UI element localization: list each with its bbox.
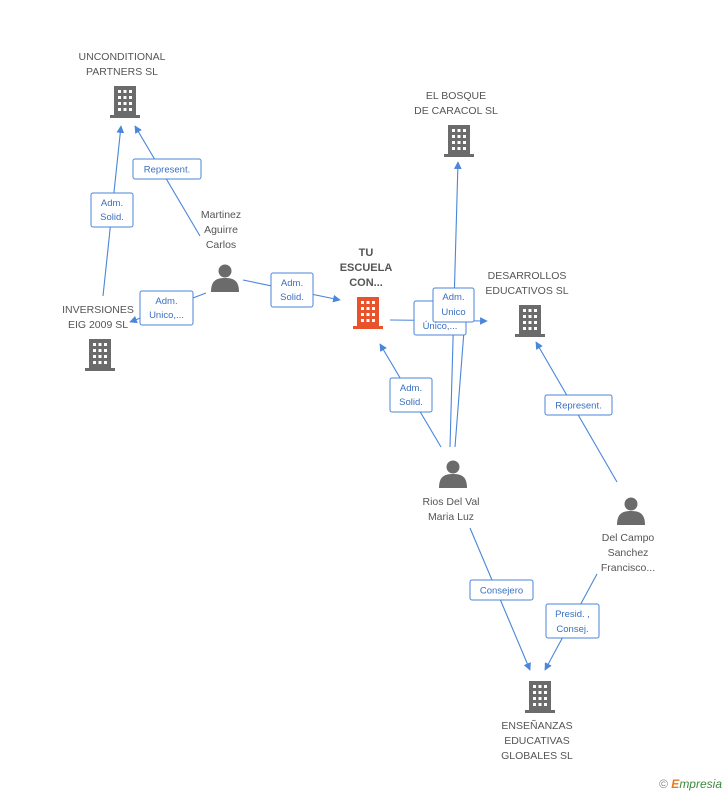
edge-rios-desarrollos bbox=[454, 317, 466, 448]
node-tu-escuela[interactable]: TU ESCUELA CON... bbox=[340, 247, 393, 329]
svg-text:Adm.: Adm. bbox=[442, 292, 464, 303]
edge-labels: Represent. Adm. Solid. Adm. Unico,... Ad… bbox=[90, 158, 613, 639]
svg-text:UNCONDITIONAL: UNCONDITIONAL bbox=[79, 51, 166, 63]
svg-text:Aguirre: Aguirre bbox=[204, 224, 238, 236]
svg-text:Solid.: Solid. bbox=[100, 212, 124, 223]
svg-text:Consejero: Consejero bbox=[480, 586, 523, 597]
svg-text:ENSEÑANZAS: ENSEÑANZAS bbox=[501, 719, 572, 732]
svg-text:Represent.: Represent. bbox=[555, 401, 601, 412]
node-martinez-aguirre[interactable]: Martinez Aguirre Carlos bbox=[201, 209, 241, 292]
node-inversiones-eig[interactable]: INVERSIONES EIG 2009 SL bbox=[62, 304, 134, 371]
edge-label-adm-unico-1[interactable]: Adm. Unico,... bbox=[139, 290, 194, 326]
svg-text:EDUCATIVOS SL: EDUCATIVOS SL bbox=[485, 285, 568, 297]
empresia-logo: © Empresia bbox=[659, 777, 722, 791]
svg-text:EL BOSQUE: EL BOSQUE bbox=[426, 90, 486, 102]
building-icon bbox=[85, 339, 115, 371]
svg-text:Adm.: Adm. bbox=[281, 278, 303, 289]
svg-text:Presid. ,: Presid. , bbox=[555, 609, 590, 620]
svg-text:Adm.: Adm. bbox=[400, 383, 422, 394]
edge-label-adm-unico-2[interactable]: Adm. Unico bbox=[432, 287, 475, 323]
building-icon bbox=[353, 297, 383, 329]
brand-first-letter: E bbox=[671, 777, 680, 791]
edge-label-represent-1[interactable]: Represent. bbox=[132, 158, 202, 180]
copyright-symbol: © bbox=[659, 777, 668, 791]
svg-text:Unico: Unico bbox=[441, 307, 465, 318]
edge-label-consejero[interactable]: Consejero bbox=[469, 579, 534, 601]
person-icon bbox=[439, 460, 467, 488]
svg-text:Adm.: Adm. bbox=[155, 296, 177, 307]
svg-text:Martinez: Martinez bbox=[201, 209, 241, 221]
svg-text:Solid.: Solid. bbox=[399, 397, 423, 408]
node-desarrollos-educativos[interactable]: DESARROLLOS EDUCATIVOS SL bbox=[485, 270, 569, 337]
svg-text:INVERSIONES: INVERSIONES bbox=[62, 304, 134, 316]
edge-label-presid-consej[interactable]: Presid. , Consej. bbox=[545, 603, 600, 639]
svg-text:Unico,...: Unico,... bbox=[149, 310, 184, 321]
svg-text:Adm.: Adm. bbox=[101, 198, 123, 209]
svg-text:ESCUELA: ESCUELA bbox=[340, 262, 393, 274]
node-ensenanzas-educativas[interactable]: ENSEÑANZAS EDUCATIVAS GLOBALES SL bbox=[501, 681, 573, 762]
svg-text:Carlos: Carlos bbox=[206, 239, 236, 251]
node-unconditional-partners[interactable]: UNCONDITIONAL PARTNERS SL bbox=[79, 51, 166, 118]
svg-text:GLOBALES SL: GLOBALES SL bbox=[501, 750, 573, 762]
svg-text:Sanchez: Sanchez bbox=[608, 547, 649, 559]
edge-martinez-unconditional bbox=[134, 125, 201, 237]
svg-text:Único,...: Único,... bbox=[423, 321, 458, 332]
svg-text:CON...: CON... bbox=[349, 277, 383, 289]
node-del-campo-sanchez[interactable]: Del Campo Sanchez Francisco... bbox=[601, 497, 655, 575]
edge-label-adm-solid-3[interactable]: Adm. Solid. bbox=[389, 377, 433, 413]
svg-text:DE CARACOL SL: DE CARACOL SL bbox=[414, 105, 498, 117]
svg-text:Del Campo: Del Campo bbox=[602, 532, 655, 544]
edge-label-represent-2[interactable]: Represent. bbox=[544, 394, 613, 416]
svg-text:EIG 2009 SL: EIG 2009 SL bbox=[68, 319, 128, 331]
svg-text:Represent.: Represent. bbox=[144, 165, 190, 176]
svg-text:TU: TU bbox=[359, 247, 374, 259]
brand-name: mpresia bbox=[679, 777, 722, 791]
building-icon bbox=[515, 305, 545, 337]
svg-text:DESARROLLOS: DESARROLLOS bbox=[488, 270, 567, 282]
node-rios-del-val[interactable]: Rios Del Val Maria Luz bbox=[423, 460, 480, 524]
svg-text:Francisco...: Francisco... bbox=[601, 562, 655, 574]
edge-label-adm-solid-2[interactable]: Adm. Solid. bbox=[270, 272, 314, 308]
svg-text:EDUCATIVAS: EDUCATIVAS bbox=[504, 735, 570, 747]
svg-text:Solid.: Solid. bbox=[280, 292, 304, 303]
svg-text:Consej.: Consej. bbox=[556, 624, 588, 635]
person-icon bbox=[617, 497, 645, 525]
svg-text:PARTNERS SL: PARTNERS SL bbox=[86, 66, 158, 78]
svg-text:Rios Del Val: Rios Del Val bbox=[423, 496, 480, 508]
building-icon bbox=[525, 681, 555, 713]
node-el-bosque[interactable]: EL BOSQUE DE CARACOL SL bbox=[414, 90, 498, 157]
building-icon bbox=[444, 125, 474, 157]
person-icon bbox=[211, 264, 239, 292]
svg-text:Maria Luz: Maria Luz bbox=[428, 511, 474, 523]
building-icon bbox=[110, 86, 140, 118]
edges bbox=[102, 125, 618, 671]
edge-label-adm-solid-1[interactable]: Adm. Solid. bbox=[90, 192, 134, 228]
